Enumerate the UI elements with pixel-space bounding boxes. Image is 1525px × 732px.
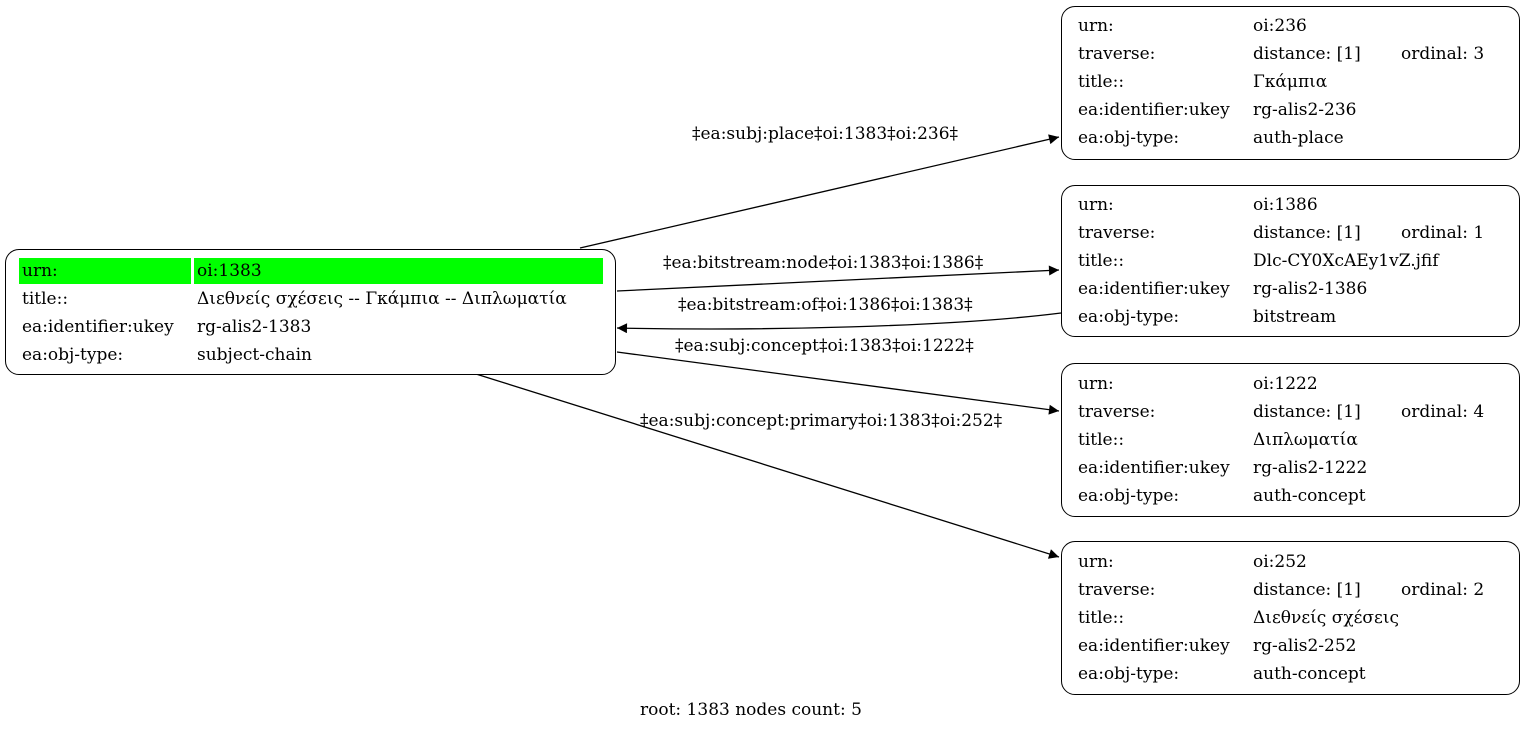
node-252[interactable]: urn: oi:252 traverse: distance: [1] ordinal… — [1061, 541, 1520, 695]
node-key-title: title:: — [1078, 608, 1125, 628]
node-key-traverse: traverse: — [1078, 402, 1156, 422]
root-key-ukey: ea:identifier:ukey — [22, 317, 174, 337]
node-val-ordinal: ordinal: 4 — [1401, 402, 1485, 422]
node-val-title: Διεθνείς σχέσεις — [1253, 608, 1400, 628]
node-val-distance: distance: [1] — [1253, 580, 1361, 600]
node-val-ordinal: ordinal: 3 — [1401, 44, 1485, 64]
node-val-ukey: rg-alis2-236 — [1253, 100, 1357, 120]
node-val-urn: oi:236 — [1253, 16, 1307, 36]
root-val-title: Διεθνείς σχέσεις -- Γκάμπια -- Διπλωματί… — [197, 289, 567, 309]
node-val-urn: oi:1386 — [1253, 195, 1318, 215]
node-key-urn: urn: — [1078, 195, 1114, 215]
node-236[interactable]: urn: oi:236 traverse: distance: [1] ordinal… — [1061, 6, 1520, 160]
node-key-title: title:: — [1078, 72, 1125, 92]
edge-label-subj-concept-primary: ‡ea:subj:concept:primary‡oi:1383‡oi:252‡ — [640, 411, 1003, 431]
node-key-ukey: ea:identifier:ukey — [1078, 636, 1230, 656]
node-1386[interactable]: urn: oi:1386 traverse: distance: [1] ordina… — [1061, 185, 1520, 337]
node-key-ukey: ea:identifier:ukey — [1078, 279, 1230, 299]
root-val-type: subject-chain — [197, 345, 312, 365]
edge-bitstream-of — [616, 312, 1062, 334]
node-val-ukey: rg-alis2-252 — [1253, 636, 1357, 656]
node-1222[interactable]: urn: oi:1222 traverse: distance: [1] ordina… — [1061, 363, 1520, 517]
node-key-title: title:: — [1078, 251, 1125, 271]
root-row-type: ea:obj-type: subject-chain — [6, 342, 615, 368]
node-key-traverse: traverse: — [1078, 44, 1156, 64]
root-key-title: title:: — [22, 289, 69, 309]
edge-bitstream-node — [616, 265, 1060, 292]
node-val-title: Dlc-CY0XcAEy1vZ.jfif — [1253, 251, 1439, 271]
node-val-distance: distance: [1] — [1253, 223, 1361, 243]
node-key-type: ea:obj-type: — [1078, 486, 1180, 506]
root-row-title: title:: Διεθνείς σχέσεις -- Γκάμπια -- Δ… — [6, 286, 615, 312]
edge-label-subj-place: ‡ea:subj:place‡oi:1383‡oi:236‡ — [692, 124, 959, 144]
node-key-ukey: ea:identifier:ukey — [1078, 458, 1230, 478]
root-val-ukey: rg-alis2-1383 — [197, 317, 312, 337]
node-val-title: Διπλωματία — [1253, 430, 1358, 450]
node-key-title: title:: — [1078, 430, 1125, 450]
node-val-urn: oi:252 — [1253, 552, 1307, 572]
root-row-urn: urn: oi:1383 — [6, 258, 615, 284]
edge-label-bitstream-node: ‡ea:bitstream:node‡oi:1383‡oi:1386‡ — [663, 253, 984, 273]
graph-caption: root: 1383 nodes count: 5 — [640, 700, 862, 720]
root-row-ukey: ea:identifier:ukey rg-alis2-1383 — [6, 314, 615, 340]
node-key-traverse: traverse: — [1078, 223, 1156, 243]
node-val-ukey: rg-alis2-1386 — [1253, 279, 1368, 299]
node-key-ukey: ea:identifier:ukey — [1078, 100, 1230, 120]
edge-subj-concept-primary — [475, 373, 1060, 559]
edge-label-bitstream-of: ‡ea:bitstream:of‡oi:1386‡oi:1383‡ — [678, 295, 973, 315]
node-val-ordinal: ordinal: 1 — [1401, 223, 1485, 243]
node-val-distance: distance: [1] — [1253, 44, 1361, 64]
edge-subj-place — [579, 134, 1060, 249]
edge-subj-concept — [616, 351, 1060, 415]
node-val-type: auth-concept — [1253, 486, 1366, 506]
node-val-ukey: rg-alis2-1222 — [1253, 458, 1368, 478]
node-key-type: ea:obj-type: — [1078, 128, 1180, 148]
node-key-traverse: traverse: — [1078, 580, 1156, 600]
node-val-type: bitstream — [1253, 307, 1337, 327]
node-val-type: auth-concept — [1253, 664, 1366, 684]
node-val-urn: oi:1222 — [1253, 374, 1318, 394]
root-key-type: ea:obj-type: — [22, 345, 124, 365]
node-val-title: Γκάμπια — [1253, 72, 1328, 92]
root-key-urn: urn: — [19, 258, 191, 284]
edge-label-subj-concept: ‡ea:subj:concept‡oi:1383‡oi:1222‡ — [675, 336, 974, 356]
node-key-type: ea:obj-type: — [1078, 307, 1180, 327]
root-node[interactable]: urn: oi:1383 title:: Διεθνείς σχέσεις --… — [5, 249, 616, 375]
node-key-urn: urn: — [1078, 374, 1114, 394]
node-val-type: auth-place — [1253, 128, 1344, 148]
node-key-urn: urn: — [1078, 16, 1114, 36]
node-val-distance: distance: [1] — [1253, 402, 1361, 422]
node-key-type: ea:obj-type: — [1078, 664, 1180, 684]
node-val-ordinal: ordinal: 2 — [1401, 580, 1485, 600]
node-key-urn: urn: — [1078, 552, 1114, 572]
root-val-urn: oi:1383 — [194, 258, 603, 284]
